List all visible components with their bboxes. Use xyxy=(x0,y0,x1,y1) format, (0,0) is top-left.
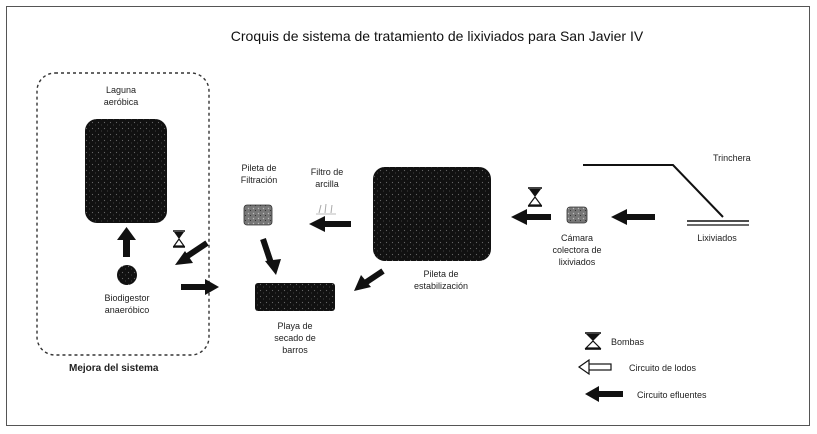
diagram-title: Croquis de sistema de tratamiento de lix… xyxy=(231,28,644,44)
laguna-label-2: aeróbica xyxy=(104,97,139,107)
biodigestor-label-1: Biodigestor xyxy=(104,293,149,303)
collector-label-3: lixiviados xyxy=(559,257,596,267)
clay-filter-node xyxy=(316,203,336,215)
legend-sludge-label: Circuito de lodos xyxy=(629,363,697,373)
arrow-camara-to-stabilization xyxy=(511,209,551,225)
leachate-label: Lixiviados xyxy=(697,233,737,243)
arrow-stabilization-to-filter xyxy=(309,216,351,232)
trench-label: Trinchera xyxy=(713,153,751,163)
legend: Bombas Circuito de lodos Circuito efluen… xyxy=(577,332,707,402)
drying-bed-label-2: secado de xyxy=(274,333,316,343)
laguna-label-1: Laguna xyxy=(106,85,136,95)
laguna-aerobica-node xyxy=(85,119,167,223)
arrow-stabilization-to-playa xyxy=(354,268,385,291)
pileta-estabilizacion-node xyxy=(373,167,491,261)
pump-icon-1 xyxy=(172,230,186,248)
arrow-filtration-to-biodigestor xyxy=(175,240,209,265)
arrow-leachate-to-camara xyxy=(611,209,655,225)
collector-label-1: Cámara xyxy=(561,233,593,243)
stabilization-label-2: estabilización xyxy=(414,281,468,291)
legend-effluent-label: Circuito efluentes xyxy=(637,390,707,400)
pileta-filtracion-node xyxy=(243,204,273,226)
trinchera-profile xyxy=(583,164,724,218)
arrow-biodigestor-to-laguna xyxy=(117,227,136,257)
arrow-biodigestor-to-playa xyxy=(181,279,219,295)
legend-sludge-arrow-icon xyxy=(577,358,612,376)
stabilization-label-1: Pileta de xyxy=(423,269,458,279)
collector-label-2: colectora de xyxy=(552,245,601,255)
improvement-group-border xyxy=(36,72,210,356)
drying-bed-label-3: barros xyxy=(282,345,308,355)
diagram-frame: Croquis de sistema de tratamiento de lix… xyxy=(6,6,810,426)
clay-filter-label-1: Filtro de xyxy=(311,167,344,177)
filtration-label-2: Filtración xyxy=(241,175,278,185)
filtration-label-1: Pileta de xyxy=(241,163,276,173)
arrow-filtration-to-playa xyxy=(260,238,281,275)
biodigestor-label-2: anaeróbico xyxy=(105,305,150,315)
playa-secado-node xyxy=(255,283,335,311)
legend-effluent-arrow-icon xyxy=(585,386,623,402)
legend-pump-icon xyxy=(584,332,602,350)
pump-icon-2 xyxy=(527,187,543,207)
camara-colectora-node xyxy=(566,206,588,224)
clay-filter-label-2: arcilla xyxy=(315,179,339,189)
improvement-group-label: Mejora del sistema xyxy=(69,363,159,374)
biodigestor-node xyxy=(117,265,137,285)
diagram-canvas: Croquis de sistema de tratamiento de lix… xyxy=(36,28,751,402)
drying-bed-label-1: Playa de xyxy=(277,321,312,331)
legend-pumps-label: Bombas xyxy=(611,337,645,347)
